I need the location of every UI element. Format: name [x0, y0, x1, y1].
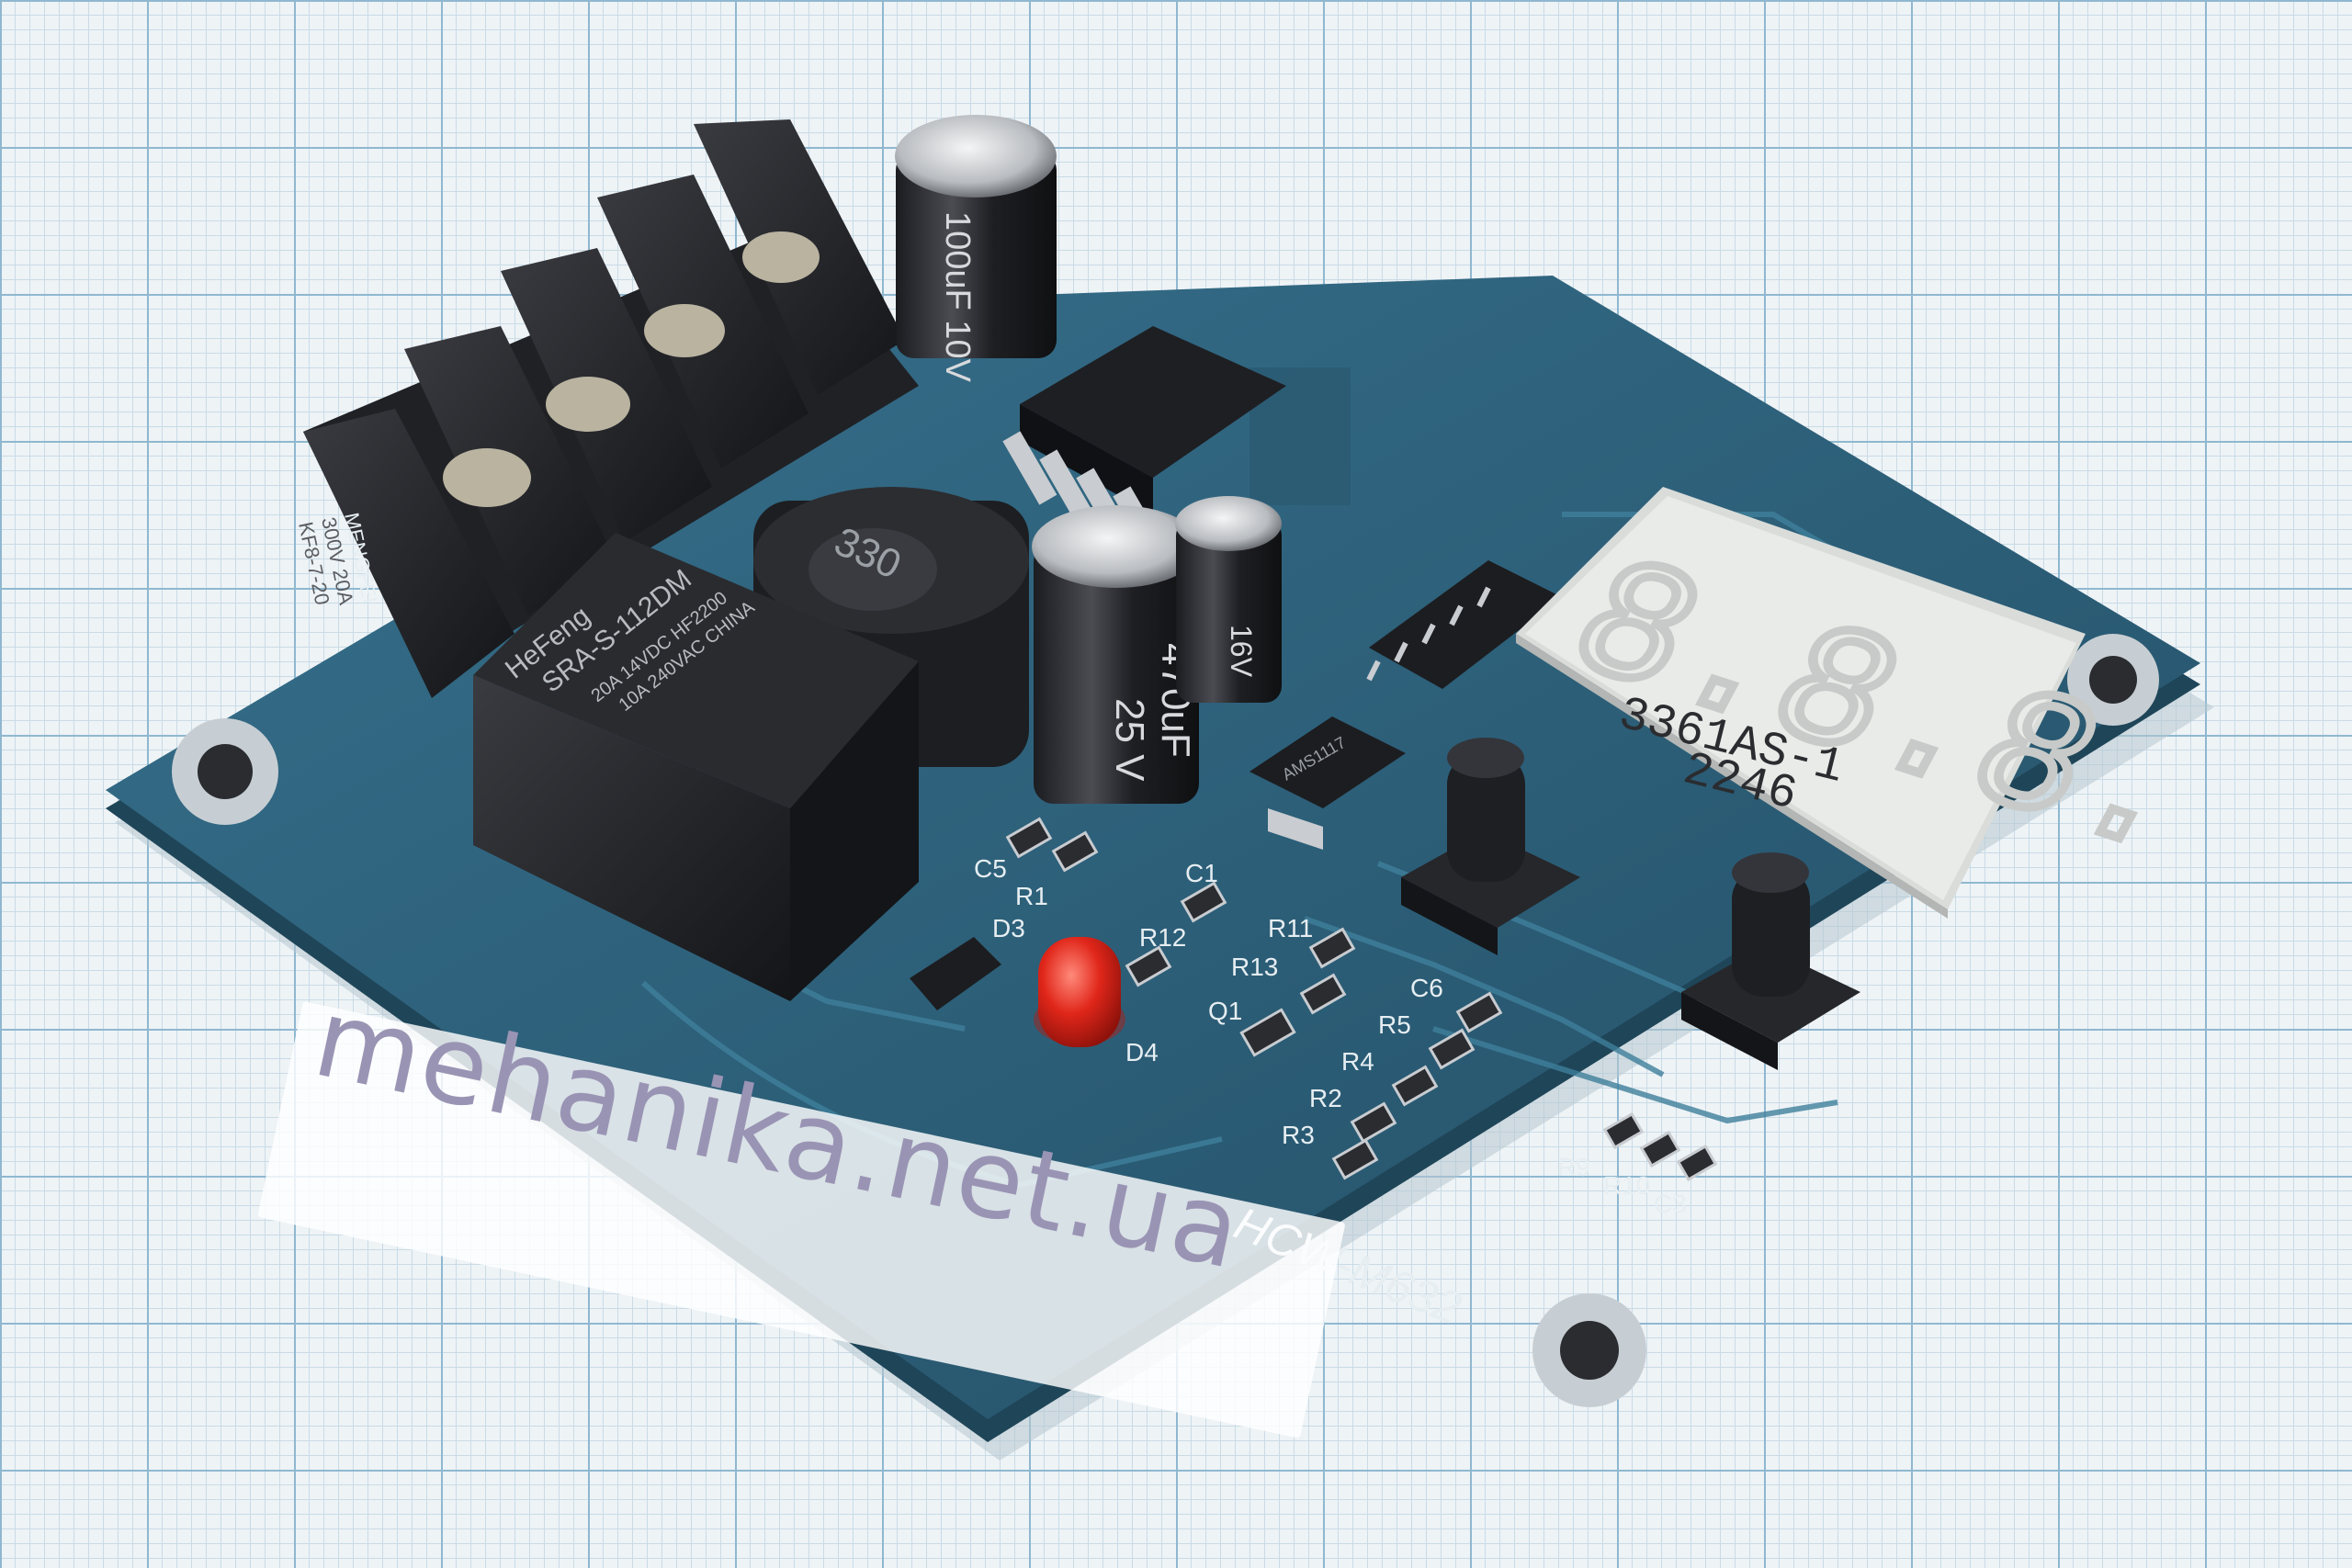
soic-chip [1366, 560, 1562, 689]
mounting-hole-bottom [1532, 1293, 1646, 1407]
capacitor-470uf: 470uF 25 V [1032, 505, 1201, 804]
diode-d3 [910, 937, 1001, 1010]
relay: HeFeng SRA-S-112DM 20A 14VDC HF2200 10A … [473, 533, 919, 1001]
tactile-button-right [1681, 852, 1860, 1070]
label-r5: R5 [1378, 1010, 1411, 1039]
label-c5: C5 [974, 854, 1007, 883]
silkscreen-labels: C5 R1 D3 D4 C1 R12 R11 R13 Q1 C6 R5 R4 R… [974, 854, 1687, 1218]
tactile-button-left [1401, 738, 1580, 955]
label-r9: R9 [1557, 1153, 1590, 1181]
red-led [1034, 937, 1125, 1047]
capacitor-100uf: 100uF 10V [895, 115, 1057, 383]
label-c6: C6 [1410, 974, 1443, 1002]
label-r4: R4 [1341, 1047, 1374, 1076]
label-r1: R1 [1015, 882, 1048, 910]
label-r10: R10 [1603, 1171, 1650, 1200]
cap-470-voltage: 25 V [1107, 698, 1152, 782]
label-d3: D3 [992, 914, 1025, 942]
label-r12: R12 [1139, 923, 1186, 952]
label-r2: R2 [1309, 1084, 1342, 1112]
cap-16v-label: 16V [1225, 625, 1258, 678]
label-c3: C3 [1654, 1190, 1687, 1218]
label-r13: R13 [1231, 953, 1278, 981]
mounting-hole-right [2067, 634, 2159, 726]
label-c1: C1 [1185, 859, 1218, 887]
label-r3: R3 [1282, 1121, 1315, 1149]
cap-small-top-label: 100uF 10V [938, 211, 977, 383]
label-r11: R11 [1268, 914, 1313, 942]
label-d4: D4 [1125, 1038, 1159, 1066]
screw-terminal-block: MENGFEI 300V 20A KF8-7-20 [294, 119, 919, 698]
power-inductor: 330 [753, 487, 1029, 767]
capacitor-16v: 16V [1175, 496, 1282, 703]
smd-parts [1005, 817, 1718, 1182]
label-q1: Q1 [1208, 997, 1242, 1025]
mounting-hole-left [172, 718, 278, 825]
